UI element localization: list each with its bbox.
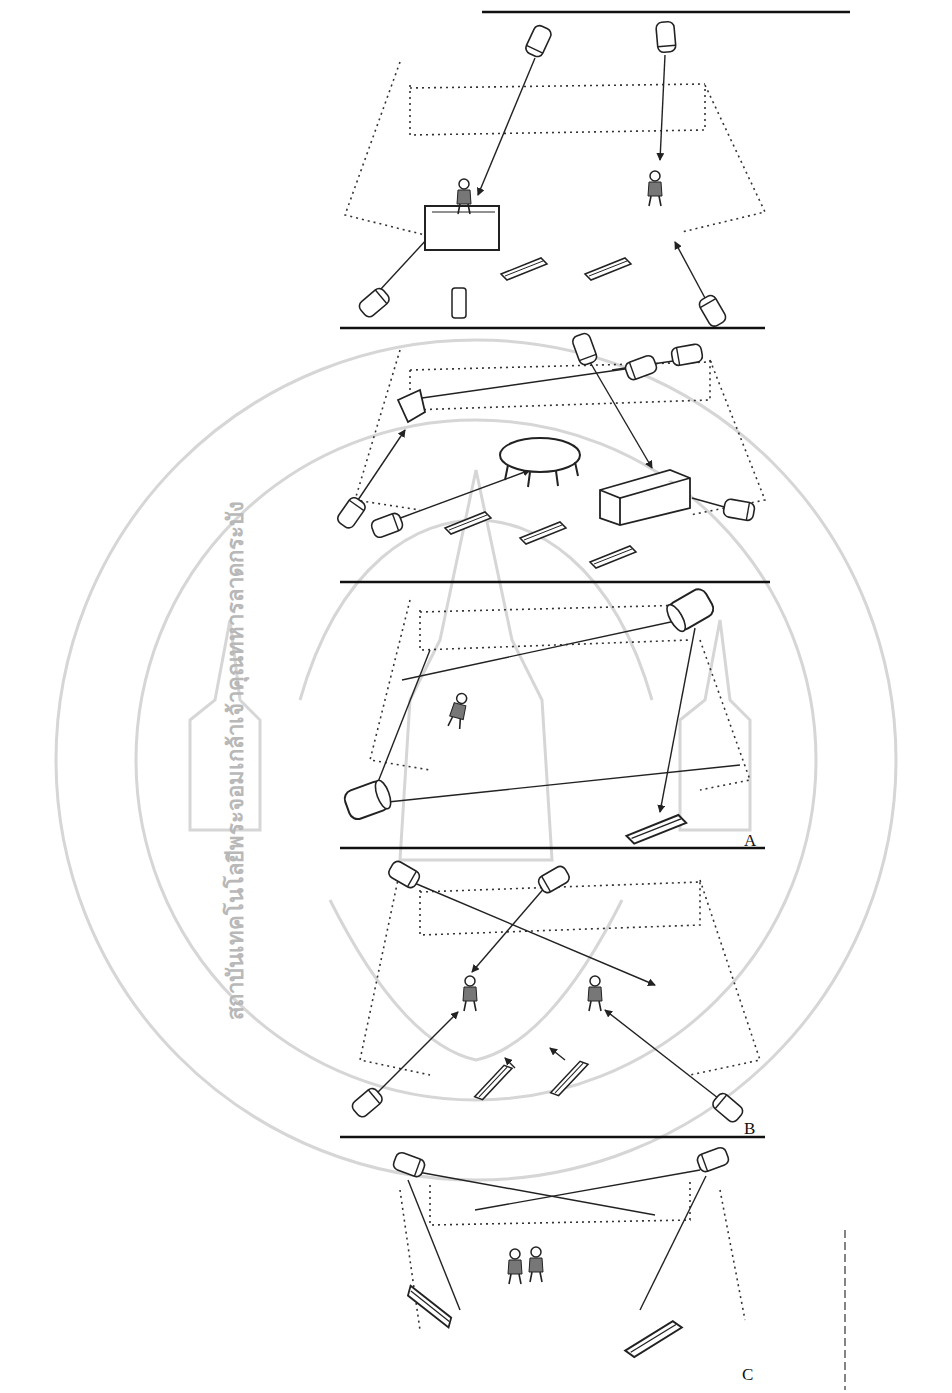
panel-letter: B	[744, 1120, 755, 1137]
watermark-text: สถาบันเทคโนโลยีพระจอมเกล้าเจ้าคุณทหารลาด…	[224, 501, 246, 1020]
panel-separators	[340, 12, 850, 1137]
panel-one	[345, 21, 765, 328]
panel-five	[392, 1146, 745, 1358]
panel-two	[335, 332, 765, 568]
panel-letter: A	[744, 832, 756, 849]
panel-four	[350, 859, 760, 1124]
panel-letter: C	[742, 1366, 753, 1383]
seal-watermark	[56, 340, 896, 1180]
panel-three	[342, 586, 750, 844]
